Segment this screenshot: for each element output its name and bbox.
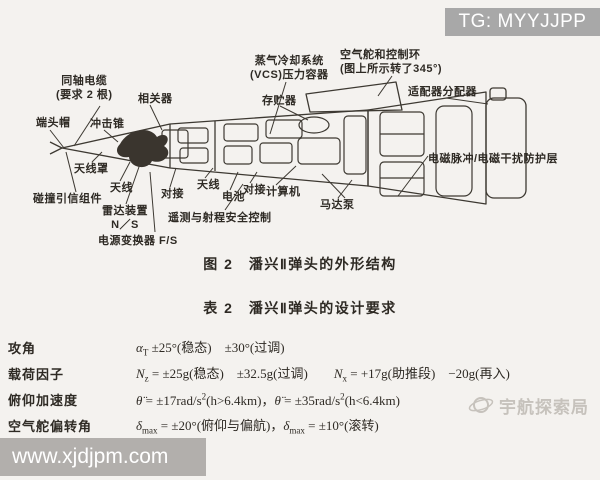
- label-telemetry-range-safety: 遥测与射程安全控制: [168, 212, 272, 224]
- spec-row-label: 载荷因子: [8, 366, 65, 382]
- label-dock-1: 对接: [161, 188, 184, 200]
- label-impact-cone: 冲击锥: [90, 118, 125, 130]
- telegram-watermark-banner: TG: MYYJJPP: [445, 8, 600, 36]
- spec-row: 攻角 αT ±25°(稳态) ±30°(过调): [8, 334, 600, 360]
- agency-watermark: 宇航探索局: [468, 392, 589, 418]
- figure-caption: 图 2 潘兴Ⅱ弹头的外形结构: [203, 256, 397, 272]
- table-caption: 表 2 潘兴Ⅱ弹头的设计要求: [203, 300, 397, 316]
- spec-row: 载荷因子 Nz = ±25g(稳态) ±32.5g(过调) Nx = +17g(助…: [8, 360, 600, 386]
- label-antenna-1: 天线: [110, 182, 133, 194]
- label-motor-pump: 马达泵: [320, 199, 355, 211]
- telegram-handle-text: TG: MYYJJPP: [458, 11, 587, 32]
- radar-antenna-blob: [116, 129, 169, 168]
- label-tip-cap: 端头帽: [36, 117, 71, 129]
- label-air-vane-control-ring: 空气舵和控制环 (图上所示转了345°): [340, 49, 443, 76]
- label-storage: 存贮器: [262, 95, 297, 107]
- spec-row-value: δmax = ±20°(俯仰与偏航)，δmax = ±10°(滚转): [136, 417, 379, 436]
- spec-row: 空气舵偏转角 δmax = ±20°(俯仰与偏航)，δmax = ±10°(滚转): [8, 412, 600, 438]
- label-radome: 天线罩: [74, 163, 109, 175]
- spec-row-label: 俯仰加速度: [8, 392, 79, 408]
- spec-row-value: Nz = ±25g(稳态) ±32.5g(过调) Nx = +17g(助推段) …: [136, 365, 510, 384]
- label-dock-2: 对接: [243, 184, 266, 196]
- design-requirements-table: 攻角 αT ±25°(稳态) ±30°(过调) 载荷因子 Nz = ±25g(稳态) …: [8, 334, 600, 438]
- label-vcs-pressure-vessel: 蒸气冷却系统 (VCS)压力容器: [250, 55, 329, 82]
- spec-row-value: θ̈ = ±17rad/s2(h>6.4km)，θ̈ = ±35rad/s2(h…: [136, 391, 400, 408]
- label-power-converter: 电源变换器 F/S: [98, 235, 178, 247]
- spec-row-label: 攻角: [8, 340, 37, 356]
- warhead-internals: [161, 105, 473, 197]
- website-url-text: www.xjdjpm.com: [12, 445, 169, 468]
- label-impact-fuze-assembly: 碰撞引信组件: [33, 193, 102, 205]
- website-watermark-banner: www.xjdjpm.com: [0, 438, 206, 476]
- label-coaxial-cable: 同轴电缆 (要求 2 根): [56, 75, 113, 102]
- label-computer: 计算机: [266, 186, 301, 198]
- agency-watermark-text: 宇航探索局: [499, 397, 589, 417]
- leader-lines: [49, 75, 489, 233]
- spec-row-label: 空气舵偏转角: [8, 418, 93, 434]
- warhead-structure-diagram: 同轴电缆 (要求 2 根) 端头帽 冲击锥 相关器 蒸气冷却系统 (VCS)压力容器空气…: [0, 46, 600, 252]
- label-antenna-2: 天线: [197, 179, 220, 191]
- warhead-line-drawing: [49, 75, 527, 233]
- label-adapter-distributor: 适配器分配器: [408, 86, 477, 98]
- spec-row: 俯仰加速度 θ̈ = ±17rad/s2(h>6.4km)，θ̈ = ±35rad…: [8, 386, 600, 412]
- label-emp-emi-shield: 电磁脉冲/电磁干扰防护层: [428, 153, 559, 165]
- label-radar-device: 雷达装置 N／S: [102, 205, 148, 232]
- planet-orbit-icon: [468, 397, 494, 413]
- label-correlator: 相关器: [138, 93, 173, 105]
- label-battery: 电池: [222, 191, 245, 203]
- spec-row-value: αT ±25°(稳态) ±30°(过调): [136, 339, 285, 358]
